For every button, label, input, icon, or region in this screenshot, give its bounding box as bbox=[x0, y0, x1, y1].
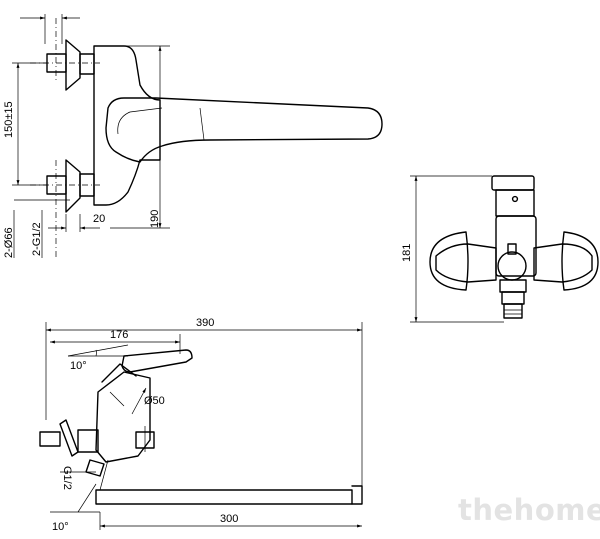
dim-lever-offset: 176 bbox=[110, 329, 128, 341]
dim-thread-size: 2-G1/2 bbox=[31, 222, 43, 256]
lever-handle bbox=[105, 97, 383, 163]
lower-escutcheon bbox=[65, 159, 81, 213]
spout bbox=[95, 489, 353, 505]
cartridge-cap bbox=[491, 175, 535, 191]
dim-body-height: 190 bbox=[149, 210, 161, 228]
side-view: 181 bbox=[401, 175, 599, 323]
dim-total-length: 390 bbox=[196, 317, 214, 329]
dim-thread-dia: 2-Ø66 bbox=[3, 227, 15, 258]
dim-lever-angle: 10° bbox=[70, 360, 87, 372]
dim-cartridge-dia: Ø50 bbox=[144, 395, 165, 407]
dim-spout-angle: 10° bbox=[52, 521, 69, 533]
top-view: 390 176 10° Ø50 G1/2 bbox=[39, 317, 363, 533]
dim-side-height: 181 bbox=[401, 244, 413, 262]
dim-pipe-spacing: 150±15 bbox=[3, 101, 15, 138]
front-view: 21 150±15 2-Ø66 2-G1/2 20 190 bbox=[0, 12, 383, 260]
upper-escutcheon bbox=[65, 39, 81, 91]
left-escutcheon bbox=[429, 231, 469, 291]
watermark: thehome bbox=[458, 493, 600, 527]
dim-top-offset: 21 bbox=[0, 12, 1, 24]
dim-inlet-thread: G1/2 bbox=[61, 466, 73, 490]
dim-spout-length: 300 bbox=[220, 513, 238, 525]
right-escutcheon bbox=[561, 231, 599, 291]
mixer-body bbox=[93, 45, 161, 206]
dim-wall-depth: 20 bbox=[93, 213, 105, 225]
